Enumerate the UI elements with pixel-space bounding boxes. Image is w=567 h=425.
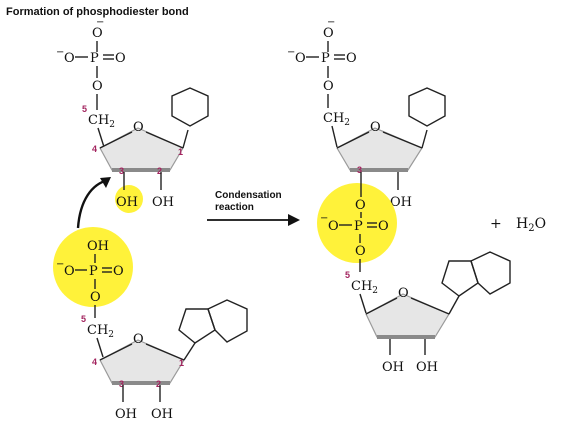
minus-sign: − bbox=[56, 47, 64, 58]
ring-oxygen: O bbox=[398, 286, 409, 301]
phosphorus-atom: P bbox=[89, 264, 98, 279]
base-hexagon bbox=[171, 87, 209, 127]
phosphorus-atom: P bbox=[321, 51, 330, 66]
plus-sign: + bbox=[490, 216, 502, 232]
phosphorus-atom: P bbox=[90, 51, 99, 66]
phosphate-left-o: O bbox=[295, 51, 306, 66]
ch2-group: CH2 bbox=[87, 323, 114, 340]
phosphate-left-o: O bbox=[64, 264, 75, 279]
highlight-oh bbox=[115, 185, 143, 213]
hydroxyl-2: OH bbox=[416, 360, 438, 375]
left-lower-nucleotide: OH − O P O O 5 CH2 O 4 1 3 2 OH OH bbox=[53, 227, 248, 422]
reaction-label-line2: reaction bbox=[215, 202, 254, 213]
carbon-5-label: 5 bbox=[81, 314, 86, 324]
carbon-3-label: 3 bbox=[357, 165, 362, 175]
carbon-3-label: 3 bbox=[119, 166, 124, 176]
phosphate-left-o: O bbox=[64, 51, 75, 66]
base-hexagon bbox=[207, 299, 248, 343]
ch2-group: CH2 bbox=[323, 111, 350, 128]
ring-oxygen: O bbox=[133, 120, 144, 135]
hydroxyl-2: OH bbox=[151, 407, 173, 422]
curved-arrow bbox=[76, 178, 109, 229]
ring-oxygen: O bbox=[370, 120, 381, 135]
carbon-5-label: 5 bbox=[345, 270, 350, 280]
bridge-oxygen-3: O bbox=[355, 198, 366, 213]
ch2-group: CH2 bbox=[351, 279, 378, 296]
carbon-5-label: 5 bbox=[82, 104, 87, 114]
phosphate-right-o: O bbox=[115, 51, 126, 66]
carbon-4-label: 4 bbox=[92, 144, 97, 154]
hydroxyl-3: OH bbox=[382, 360, 404, 375]
highlight-phosphate bbox=[53, 227, 133, 307]
highlight-phosphodiester bbox=[317, 183, 397, 263]
hydroxyl-3: OH bbox=[116, 195, 138, 210]
phosphate-left-o: O bbox=[328, 219, 339, 234]
phosphate-right-o: O bbox=[346, 51, 357, 66]
carbon-3-label: 3 bbox=[119, 379, 124, 389]
phosphate-top-o: O bbox=[92, 26, 103, 41]
carbon-1-label: 1 bbox=[178, 147, 183, 157]
reaction-arrow-head bbox=[288, 214, 300, 226]
phosphate-bottom-o: O bbox=[92, 79, 103, 94]
carbon-4-label: 4 bbox=[92, 357, 97, 367]
phosphate-right-o: O bbox=[113, 264, 124, 279]
phosphate-oh: OH bbox=[87, 239, 109, 254]
right-product: O − − O P O O CH2 O 3 OH O − O P O bbox=[287, 17, 511, 375]
carbon-1-label: 1 bbox=[179, 358, 184, 368]
minus-sign: − bbox=[320, 213, 328, 224]
phosphorus-atom: P bbox=[354, 219, 363, 234]
minus-sign: − bbox=[96, 17, 104, 28]
ch2-group: CH2 bbox=[88, 113, 115, 130]
hydroxyl-2: OH bbox=[152, 195, 174, 210]
phosphate-bottom-o: O bbox=[323, 79, 334, 94]
phosphate-bottom-o: O bbox=[90, 290, 101, 305]
diagram-title: Formation of phosphodiester bond bbox=[6, 6, 189, 18]
base-hexagon bbox=[408, 87, 446, 127]
minus-sign: − bbox=[287, 47, 295, 58]
base-pentagon bbox=[441, 260, 479, 297]
carbon-2-label: 2 bbox=[157, 166, 162, 176]
hydroxyl-2: OH bbox=[390, 195, 412, 210]
reaction-label-line1: Condensation bbox=[215, 190, 282, 201]
water-molecule: H2O bbox=[516, 216, 546, 234]
base-hexagon bbox=[470, 251, 511, 295]
left-upper-nucleotide: O − − O P O O 5 CH2 O 4 1 3 2 OH OH bbox=[56, 17, 209, 213]
phosphate-right-o: O bbox=[378, 219, 389, 234]
minus-sign: − bbox=[56, 259, 64, 270]
ring-oxygen: O bbox=[133, 332, 144, 347]
bridge-oxygen-5: O bbox=[355, 244, 366, 259]
minus-sign: − bbox=[327, 17, 335, 28]
base-pentagon bbox=[178, 308, 216, 344]
phosphate-top-o: O bbox=[323, 26, 334, 41]
carbon-2-label: 2 bbox=[156, 379, 161, 389]
curved-arrow-head bbox=[100, 177, 111, 188]
hydroxyl-3: OH bbox=[115, 407, 137, 422]
